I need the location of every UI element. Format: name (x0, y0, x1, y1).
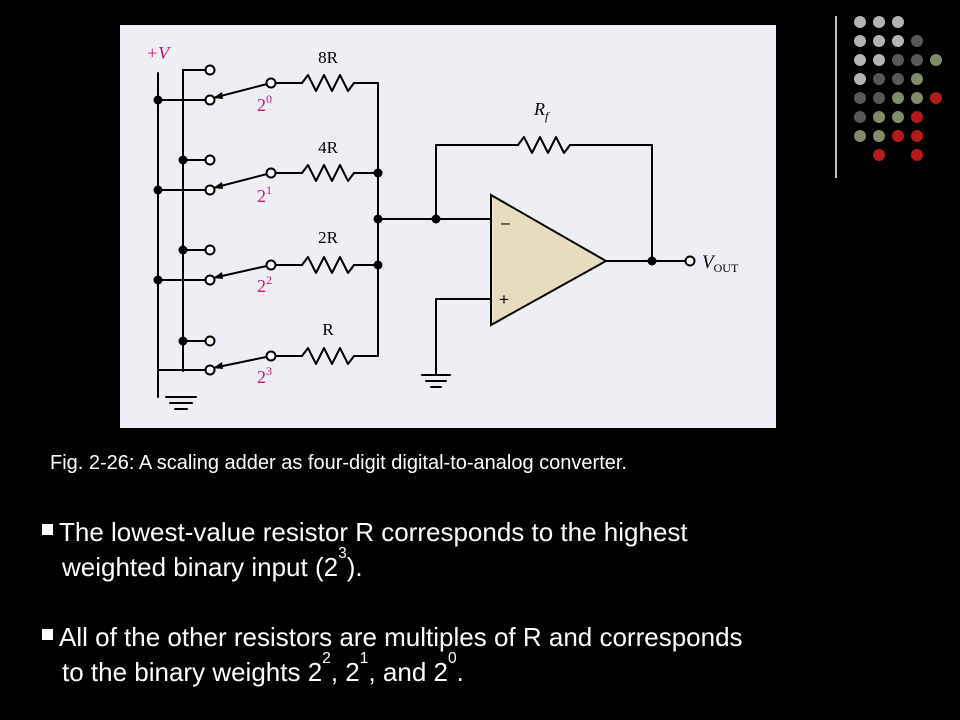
inverting-input-label: – (501, 215, 510, 232)
resistor-label-4r: 4R (318, 138, 339, 157)
resistor-label-2r: 2R (318, 228, 339, 247)
bit-label-2-2: 22 (257, 273, 272, 296)
noninverting-input-label: + (499, 290, 509, 309)
bullet-point-1: The lowest-value resistor R corresponds … (42, 515, 688, 585)
circuit-figure: +V 8R 4R 2R R 20 21 22 23 Rf – + VOUT (120, 25, 776, 428)
output-label: VOUT (702, 252, 739, 275)
feedback-resistor-label: Rf (533, 99, 550, 123)
bullet-1-line-2: weighted binary input (23). (62, 545, 363, 582)
decorative-dot-grid (830, 10, 960, 190)
dot-grid-graphic (835, 16, 942, 178)
bullet-square-icon (42, 628, 53, 640)
bullet-1-line-1: The lowest-value resistor R corresponds … (59, 517, 688, 547)
bullet-point-2: All of the other resistors are multiples… (42, 620, 743, 690)
bullet-2-line-1: All of the other resistors are multiples… (59, 622, 743, 652)
dac-schematic: +V 8R 4R 2R R 20 21 22 23 Rf – + VOUT (146, 43, 739, 410)
bit-label-2-1: 21 (257, 183, 272, 206)
bullet-square-icon (42, 523, 53, 535)
supply-label: +V (146, 43, 171, 63)
bullet-2-line-2: to the binary weights 22, 21, and 20. (62, 650, 464, 687)
bit-label-2-3: 23 (257, 364, 272, 387)
bit-label-2-0: 20 (257, 92, 272, 115)
resistor-label-8r: 8R (318, 48, 339, 67)
resistor-label-r: R (322, 320, 334, 339)
opamp-triangle (490, 193, 609, 327)
figure-caption: Fig. 2-26: A scaling adder as four-digit… (50, 452, 627, 474)
